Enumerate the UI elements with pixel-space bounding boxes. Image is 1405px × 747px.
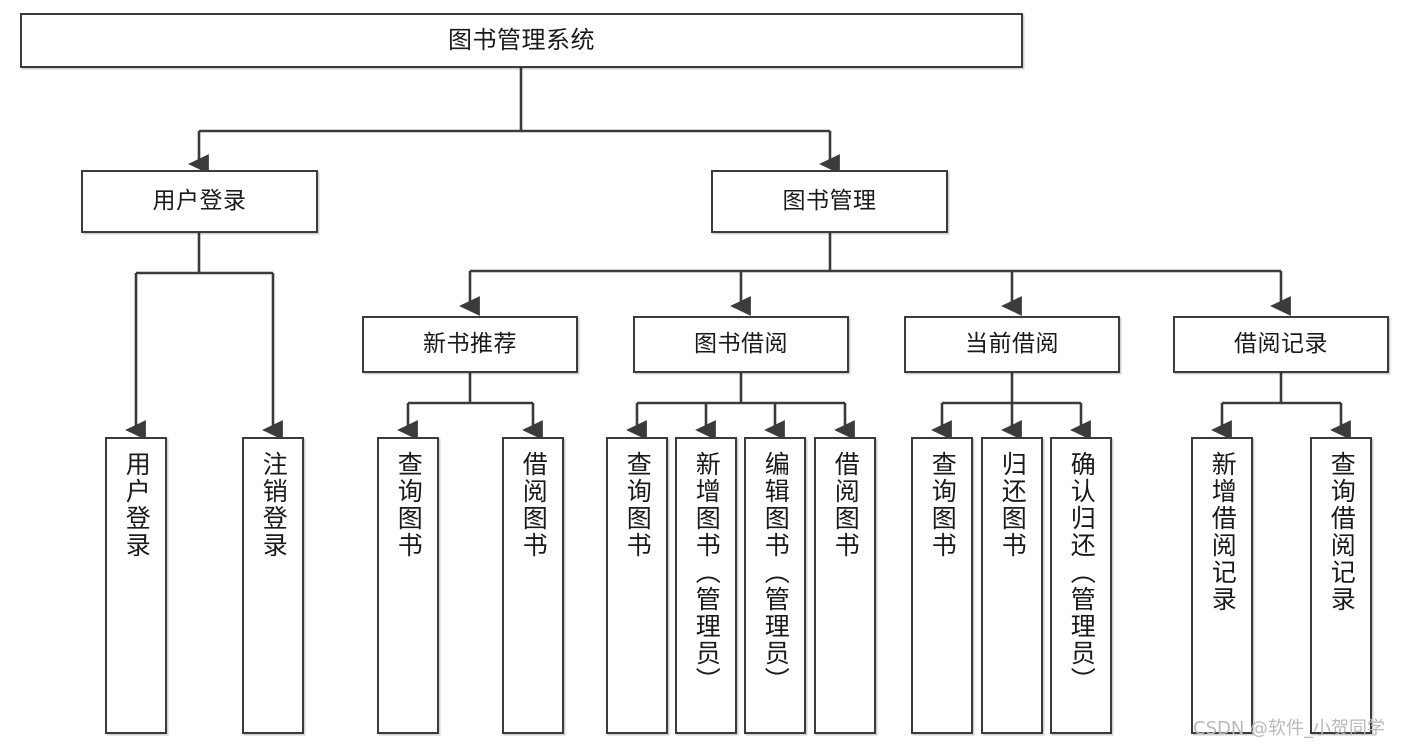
node-leaf-borrow-book-2[interactable]: 借阅图书 [814,437,876,734]
node-leaf-user-login-label: 用户登录 [122,451,152,559]
node-new-book-recommend-label: 新书推荐 [423,330,517,357]
node-current-borrow-label: 当前借阅 [965,330,1059,357]
node-leaf-confirm-return-label: 确认归还（管理员） [1067,451,1097,694]
node-leaf-add-record[interactable]: 新增借阅记录 [1191,437,1253,734]
node-borrow-record[interactable]: 借阅记录 [1173,316,1389,373]
node-leaf-add-record-label: 新增借阅记录 [1208,451,1238,613]
node-borrow-record-label: 借阅记录 [1234,330,1328,357]
node-leaf-confirm-return[interactable]: 确认归还（管理员） [1050,437,1112,734]
node-leaf-borrow-book-1-label: 借阅图书 [519,451,549,559]
node-leaf-logout-label: 注销登录 [259,451,289,559]
node-leaf-edit-book[interactable]: 编辑图书（管理员） [744,437,806,734]
node-root[interactable]: 图书管理系统 [20,13,1023,68]
node-leaf-user-login[interactable]: 用户登录 [105,437,167,734]
node-current-borrow[interactable]: 当前借阅 [904,316,1120,373]
node-leaf-add-book-label: 新增图书（管理员） [692,451,722,694]
node-book-borrow[interactable]: 图书借阅 [633,316,849,373]
node-leaf-query-book-2-label: 查询图书 [623,451,653,559]
node-leaf-query-book-1-label: 查询图书 [394,451,424,559]
node-leaf-query-book-3[interactable]: 查询图书 [911,437,973,734]
node-leaf-borrow-book-1[interactable]: 借阅图书 [502,437,564,734]
node-leaf-return-book-label: 归还图书 [998,451,1028,559]
node-leaf-query-book-1[interactable]: 查询图书 [377,437,439,734]
node-leaf-query-record[interactable]: 查询借阅记录 [1310,437,1372,734]
node-book-management-label: 图书管理 [782,187,877,214]
node-leaf-logout[interactable]: 注销登录 [242,437,304,734]
node-leaf-return-book[interactable]: 归还图书 [981,437,1043,734]
node-new-book-recommend[interactable]: 新书推荐 [362,316,578,373]
node-user-login[interactable]: 用户登录 [81,170,318,233]
node-book-management[interactable]: 图书管理 [711,170,948,233]
node-leaf-add-book[interactable]: 新增图书（管理员） [675,437,737,734]
node-root-label: 图书管理系统 [448,26,595,55]
node-leaf-query-book-3-label: 查询图书 [928,451,958,559]
node-user-login-label: 用户登录 [152,187,247,214]
node-leaf-borrow-book-2-label: 借阅图书 [831,451,861,559]
node-leaf-edit-book-label: 编辑图书（管理员） [761,451,791,694]
watermark-text: CSDN @软件_小贺同学 [1193,718,1386,739]
node-book-borrow-label: 图书借阅 [694,330,788,357]
node-leaf-query-record-label: 查询借阅记录 [1327,451,1357,613]
node-leaf-query-book-2[interactable]: 查询图书 [606,437,668,734]
